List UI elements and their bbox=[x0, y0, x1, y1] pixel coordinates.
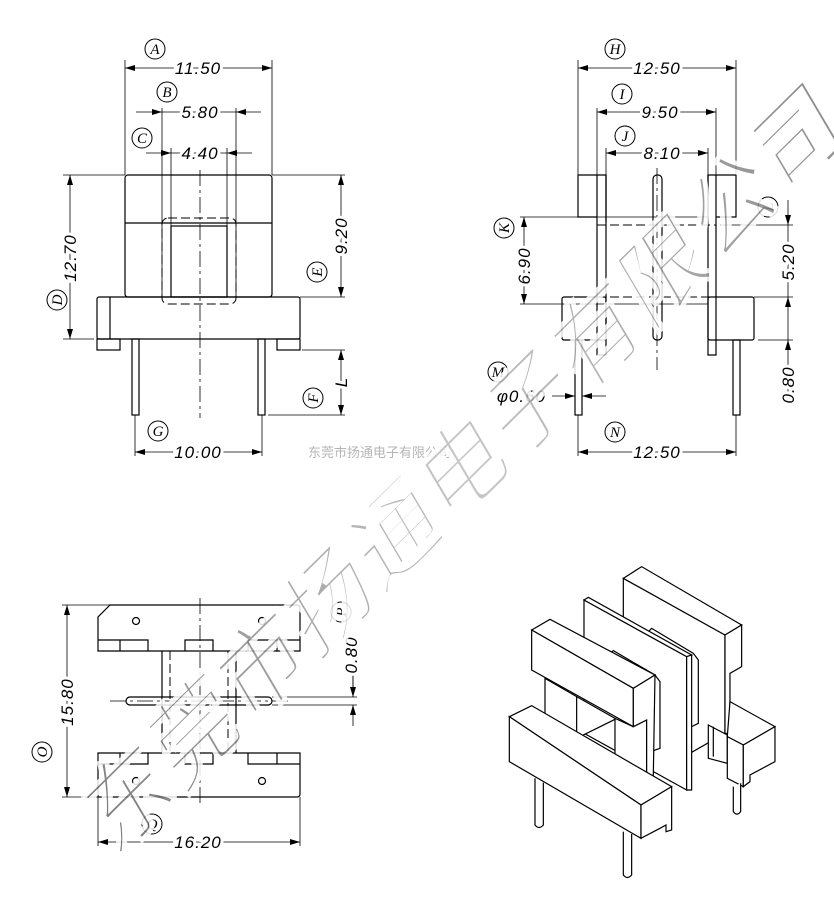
dim-value-n: 12.50 bbox=[633, 443, 681, 462]
pin bbox=[131, 338, 140, 416]
dim-value-0-80: 0.80 bbox=[779, 366, 798, 403]
svg-text:J: J bbox=[622, 129, 630, 145]
dim-value-p: 0.80 bbox=[342, 636, 361, 673]
svg-text:K: K bbox=[497, 222, 513, 234]
side-view: 12.50 H 9.50 I 8.10 J 6.90 K 5.20 0.80 L bbox=[487, 38, 801, 465]
watermark-small: 东莞市扬通电子有限公司 bbox=[308, 445, 451, 461]
dim-value-i: 9.50 bbox=[641, 103, 678, 122]
base-flange bbox=[96, 296, 301, 340]
svg-text:F: F bbox=[306, 393, 322, 404]
dim-value-c: 4.40 bbox=[181, 144, 218, 163]
bottom-flange bbox=[97, 752, 301, 798]
pin bbox=[257, 338, 266, 416]
callout-b: B bbox=[156, 81, 178, 103]
core-window bbox=[170, 225, 228, 298]
svg-text:N: N bbox=[609, 425, 621, 441]
hidden-core-outline bbox=[161, 217, 237, 305]
isometric-view bbox=[509, 567, 775, 878]
svg-text:A: A bbox=[149, 42, 160, 58]
pin bbox=[733, 783, 740, 814]
callout-i: I bbox=[611, 83, 633, 105]
svg-text:C: C bbox=[137, 131, 148, 147]
dim-value-b: 5.80 bbox=[181, 103, 218, 122]
pin bbox=[574, 339, 583, 416]
pin bbox=[535, 778, 543, 827]
callout-l: L bbox=[757, 196, 779, 218]
svg-text:Q: Q bbox=[147, 817, 158, 833]
dim-value-e: 9.20 bbox=[332, 217, 351, 254]
svg-text:E: E bbox=[310, 267, 326, 277]
callout-a: A bbox=[144, 38, 166, 60]
callout-n: N bbox=[604, 421, 626, 443]
svg-text:G: G bbox=[153, 424, 164, 440]
svg-text:B: B bbox=[162, 85, 171, 101]
callout-m: M bbox=[487, 361, 509, 383]
dim-value-k: 6.90 bbox=[515, 247, 534, 284]
dim-value-o: 15.80 bbox=[58, 678, 77, 726]
svg-text:D: D bbox=[50, 294, 66, 306]
pin bbox=[623, 831, 631, 878]
top-flange bbox=[124, 174, 273, 298]
dim-value-f: L bbox=[332, 377, 351, 387]
callout-e: E bbox=[306, 261, 328, 283]
front-view: 11.50 A 5.80 B 4.40 C 12.70 D 9.20 E bbox=[46, 38, 354, 465]
dim-value-g: 10.00 bbox=[174, 443, 222, 462]
callout-j: J bbox=[614, 125, 636, 147]
dim-value-j: 8.10 bbox=[643, 144, 680, 163]
dim-value-m: φ0.60 bbox=[497, 387, 546, 406]
callout-q: Q bbox=[141, 813, 163, 835]
center-plate bbox=[652, 174, 663, 341]
bottom-view: 15.80 O 0.80 P 16.20 Q bbox=[31, 598, 364, 855]
svg-text:P: P bbox=[334, 607, 350, 617]
callout-k: K bbox=[493, 217, 515, 239]
base-block-right bbox=[707, 296, 755, 341]
svg-text:M: M bbox=[491, 365, 506, 381]
callout-p: P bbox=[330, 601, 352, 623]
callout-c: C bbox=[131, 127, 153, 149]
callout-g: G bbox=[147, 420, 169, 442]
callout-d: D bbox=[46, 289, 68, 311]
svg-text:O: O bbox=[35, 746, 51, 757]
dim-value-h: 12.50 bbox=[633, 59, 681, 78]
dim-value-d: 12.70 bbox=[61, 234, 80, 282]
svg-text:I: I bbox=[619, 87, 626, 103]
dim-value-l: 5.20 bbox=[779, 243, 798, 280]
svg-text:L: L bbox=[761, 203, 777, 212]
top-flange bbox=[97, 604, 301, 652]
dim-value-q: 16.20 bbox=[174, 833, 222, 852]
callout-h: H bbox=[604, 38, 626, 60]
dim-value-a: 11.50 bbox=[175, 59, 221, 78]
callout-f: F bbox=[302, 387, 324, 409]
base-block-left bbox=[561, 296, 607, 341]
callout-o: O bbox=[31, 741, 53, 763]
pin bbox=[732, 339, 741, 416]
svg-text:H: H bbox=[609, 42, 622, 58]
